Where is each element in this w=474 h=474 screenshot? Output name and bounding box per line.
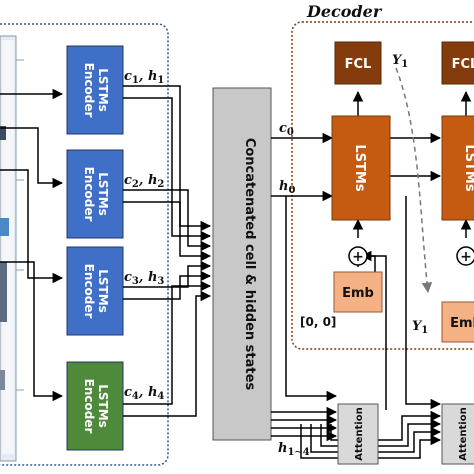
- concat-label: Concatenated cell & hidden states: [242, 138, 257, 391]
- fcl-label-2: FCL: [452, 57, 474, 72]
- c0-label: c0: [279, 121, 294, 138]
- emb-box-2: [441, 301, 474, 343]
- encoder-output-connectors: [123, 85, 212, 417]
- lstm-box-2: [441, 115, 474, 221]
- h-all-label: h1∼4: [278, 441, 310, 458]
- plus-node-2: [456, 246, 474, 266]
- attention-box-2: [441, 403, 474, 465]
- encoder-label-2: LSTMsEncoder: [82, 167, 110, 222]
- plus-node-1: [348, 246, 368, 266]
- decoder-title: Decoder: [306, 2, 383, 21]
- input-connectors: [0, 88, 64, 402]
- encoder-box-1: [66, 45, 124, 135]
- encoder-stack: LSTMsEncoderLSTMsEncoderLSTMsEncoderLSTM…: [66, 45, 124, 451]
- lstm-label-1: LSTMs: [352, 144, 367, 191]
- encoder-output-labels: c1, h1 c2, h2 c3, h3 c4, h4: [124, 69, 164, 402]
- encoder-label-4: LSTMsEncoder: [82, 379, 110, 434]
- attention-label-2: Attention: [458, 407, 469, 460]
- input-image-strip: [0, 35, 24, 462]
- fcl-box-1: [334, 41, 382, 85]
- encoder-label-1: LSTMsEncoder: [82, 63, 110, 118]
- y1-input-label: Y1: [412, 319, 428, 336]
- encoder-output-label-1: c1, h1: [124, 69, 164, 86]
- encoder-output-label-3: c3, h3: [124, 270, 164, 287]
- lstm-label-2: LSTMs: [462, 144, 474, 191]
- encoder-frame: [0, 23, 169, 466]
- encoder-output-label-2: c2, h2: [124, 173, 164, 190]
- h0-label: h0: [279, 179, 295, 196]
- decoder-frame: [291, 21, 474, 350]
- attention-box-1: [337, 403, 379, 465]
- encoder-box-3: [66, 246, 124, 336]
- zero-input-label: [0, 0]: [300, 315, 336, 329]
- encoder-box-2: [66, 149, 124, 239]
- fcl-box-2: [441, 41, 474, 85]
- emb-label-1: Emb: [342, 286, 374, 301]
- emb-label-2: Emb: [450, 316, 474, 331]
- feedback-dashed-arrow: [395, 67, 433, 294]
- attention-label-1: Attention: [354, 407, 365, 460]
- y1-output-label: Y1: [392, 53, 408, 70]
- plus-sign-1: +: [352, 249, 364, 265]
- encoder-label-3: LSTMsEncoder: [82, 264, 110, 319]
- fcl-label-1: FCL: [345, 57, 372, 72]
- lstm-box-1: [331, 115, 391, 221]
- emb-box-1: [333, 271, 383, 313]
- concat-bar: [212, 87, 272, 441]
- encoder-box-4: [66, 361, 124, 451]
- encoder-output-label-4: c4, h4: [124, 385, 164, 402]
- plus-sign-2: +: [460, 249, 472, 265]
